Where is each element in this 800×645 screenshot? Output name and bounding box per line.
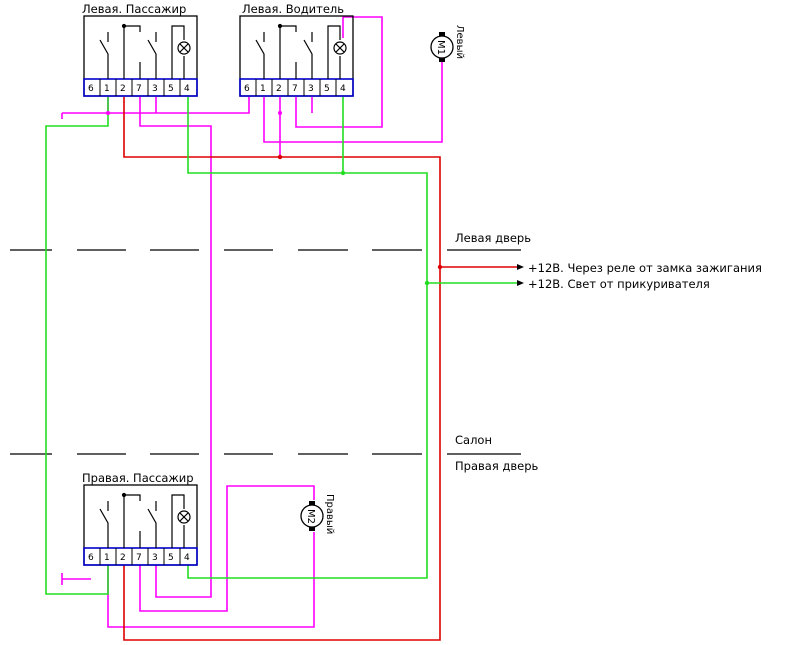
- motor-icon: [300, 504, 324, 528]
- pin-label: 2: [120, 553, 126, 563]
- pin-label: 4: [184, 84, 190, 94]
- pin-label: 3: [152, 553, 158, 563]
- pin-label: 5: [324, 84, 330, 94]
- wire-ld-pin7-to-m1: [295, 16, 383, 128]
- wire-ground-bottom: [61, 573, 91, 585]
- lamp-icon: [333, 41, 347, 55]
- pin-label: 6: [244, 84, 250, 94]
- wires-red: [123, 97, 518, 641]
- wire-rp-pin1-to-m2: [107, 532, 315, 628]
- pin-label: 2: [276, 84, 282, 94]
- zone-label-right-door: Правая дверь: [455, 459, 538, 473]
- wires-magenta: [61, 16, 443, 628]
- motor-m1: M1 Левый: [430, 25, 465, 62]
- pin-label: 7: [292, 84, 298, 94]
- switch-contacts: [99, 23, 185, 79]
- wire-green-main: [187, 97, 428, 579]
- motor-icon: [430, 35, 454, 59]
- switch-title: Левая. Водитель: [242, 2, 344, 16]
- pin-label: 2: [120, 84, 126, 94]
- motor-label: M2: [305, 509, 316, 524]
- power-label-lighter: +12В. Свет от прикуривателя: [528, 277, 710, 291]
- pin-label: 1: [260, 84, 266, 94]
- lamp-icon: [177, 510, 191, 524]
- pin-label: 7: [136, 553, 142, 563]
- motor-m2: M2 Правый: [300, 494, 335, 534]
- wire-ld-pin1-to-m1: [263, 62, 443, 143]
- pin-label: 5: [168, 553, 174, 563]
- pin-label: 6: [88, 553, 94, 563]
- wire-lp-pin7-to-rp: [139, 97, 212, 598]
- motor-label: M1: [435, 40, 446, 55]
- switch-contacts: [99, 492, 185, 548]
- wires-green: [45, 97, 518, 595]
- switch-title: Левая. Пассажир: [82, 2, 186, 16]
- pin-label: 7: [136, 84, 142, 94]
- pin-label: 1: [104, 84, 110, 94]
- lamp-icon: [177, 41, 191, 55]
- pin-label: 3: [308, 84, 314, 94]
- pin-label: 4: [340, 84, 346, 94]
- junctions: [106, 111, 443, 286]
- power-label-relay: +12В. Через реле от замка зажигания: [528, 261, 762, 275]
- power-arrows: [517, 264, 524, 286]
- switch-right-passenger: Правая. Пассажир 6 1 2 7 3 5 4: [82, 471, 198, 566]
- motor-side-label: Правый: [324, 494, 335, 534]
- pin-label: 3: [152, 84, 158, 94]
- pin-label: 6: [88, 84, 94, 94]
- pin-label: 1: [104, 553, 110, 563]
- zone-label-salon: Салон: [455, 433, 492, 447]
- switch-left-driver: Левая. Водитель 6 1 2 7 3 5 4: [239, 2, 354, 97]
- wire-red-loop: [123, 97, 441, 641]
- wire-green-outer: [45, 97, 109, 595]
- motor-side-label: Левый: [454, 25, 465, 59]
- switch-title: Правая. Пассажир: [82, 471, 194, 485]
- switch-left-passenger: Левая. Пассажир 6 1 2 7 3 5 4: [82, 2, 198, 97]
- pin-label: 5: [168, 84, 174, 94]
- zone-label-left-door: Левая дверь: [455, 231, 531, 245]
- switch-contacts: [255, 23, 341, 79]
- pin-label: 4: [184, 553, 190, 563]
- wire-rp-pin7-to-m2: [139, 485, 315, 612]
